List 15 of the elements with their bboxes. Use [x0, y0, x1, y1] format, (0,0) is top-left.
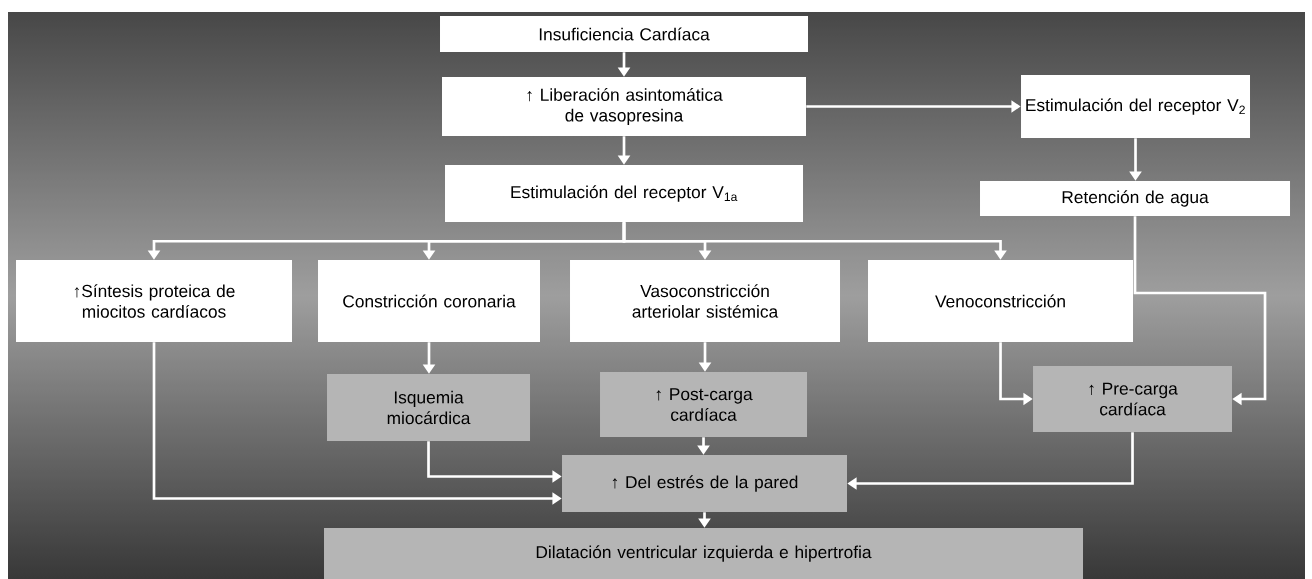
process-box: ↑ Liberación asintomática de vasopresina	[442, 77, 806, 136]
process-box: Dilatación ventricular izquierda e hipertrofia	[324, 528, 1083, 579]
process-box: Constricción coronaria	[318, 260, 540, 342]
process-box: Vasoconstricción arteriolar sistémica	[570, 260, 840, 342]
process-box: ↑Síntesis proteica de miocitos cardíacos	[16, 260, 292, 342]
process-box: ↑ Post-carga cardíaca	[600, 372, 807, 437]
process-box: Estimulación del receptor V$_{1a}$	[445, 165, 803, 222]
process-box: ↑ Pre-carga cardíaca	[1033, 366, 1232, 432]
process-box: ↑ Del estrés de la pared	[562, 455, 847, 512]
process-box: Venoconstricción	[868, 260, 1133, 342]
process-box: Isquemia miocárdica	[327, 374, 530, 441]
process-box: Estimulación del receptor V$_{2}$	[1021, 75, 1250, 138]
process-box: Retención de agua	[980, 181, 1290, 216]
process-box: Insuficiencia Cardíaca	[440, 16, 808, 52]
arrow	[1133, 216, 1267, 406]
